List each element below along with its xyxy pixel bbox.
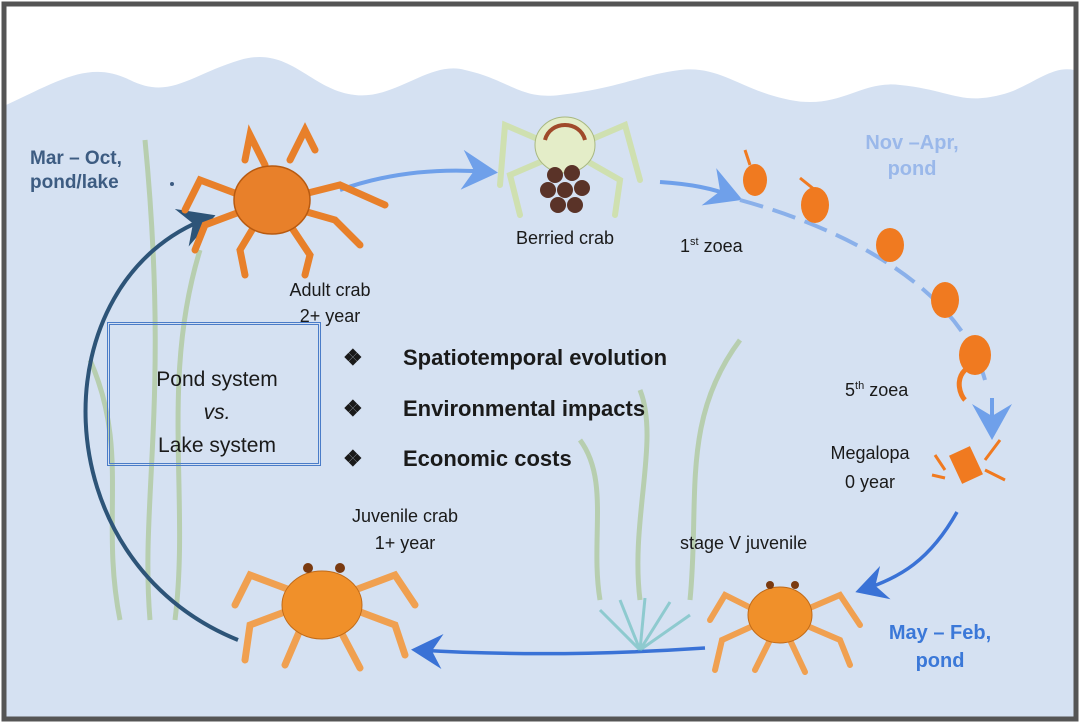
label-berried-crab: Berried crab [515,228,615,248]
bullet-environmental: Environmental impacts [403,396,646,421]
season-juvenile-line2: pond [915,650,965,672]
box-line-vs: vs. [203,401,231,424]
arrow-juvenile-to-adult [83,208,239,642]
label-stage5-juvenile: stage V juvenile [680,533,808,553]
bullet-icon: ❖ [343,345,363,370]
adult-crab-image [181,122,389,279]
seagrass [87,139,743,621]
season-larvae-line2: pond [887,158,937,180]
label-megalopa-age: 0 year [844,472,896,492]
label-adult-crab: Adult crab [289,280,371,300]
zoea-larvae-images [743,149,991,402]
arrow-stage5-to-juvenile [411,634,706,669]
arrow-berried-to-zoea [659,168,743,206]
bullet-icon: ❖ [343,446,363,471]
season-adult-line1: Mar – Oct, [30,148,122,169]
sea-anemone-image [598,597,691,652]
label-adult-age: 2+ year [299,306,361,326]
label-1st-zoea: 1st zoea [680,236,743,256]
comparison-box [107,322,321,466]
megalopa-image [931,439,1006,484]
label-juvenile-age: 1+ year [374,533,436,553]
box-line-lake: Lake system [158,434,276,457]
box-line-pond: Pond system [156,368,278,391]
bullet-economic: Economic costs [403,446,572,471]
season-adult-line2: pond/lake [30,172,119,193]
arrow-adult-to-berried [339,149,498,192]
season-juvenile-line1: May – Feb, [888,622,992,644]
bullet-spatiotemporal: Spatiotemporal evolution [403,345,668,370]
arrow-megalopa-to-stage5 [855,511,959,600]
label-megalopa: Megalopa [830,443,910,463]
juvenile-crab-image [231,563,419,672]
season-larvae-line1: Nov –Apr, [865,132,959,154]
label-5th-zoea: 5th zoea [845,380,909,400]
label-juvenile-crab: Juvenile crab [351,506,459,526]
berried-crab-image [497,116,643,218]
stage5-juvenile-image [707,581,863,675]
bullet-icon: ❖ [343,396,363,421]
